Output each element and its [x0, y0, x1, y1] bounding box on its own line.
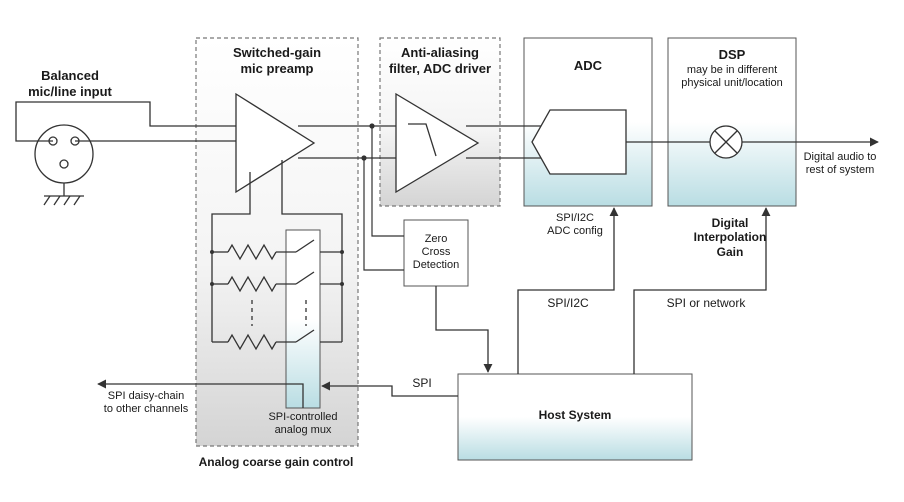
- host-to-dsp-arrow: [633, 207, 771, 374]
- analog-coarse-gain-label: Analog coarse gain control: [198, 455, 354, 469]
- spi-link-label: SPI: [412, 376, 432, 390]
- analog-mux-box: [285, 229, 321, 409]
- spi-i2c-link-label: SPI/I2C: [547, 296, 589, 310]
- daisy-chain-arrow: [97, 379, 304, 408]
- zero-cross-taps: [361, 123, 404, 271]
- ground-icon: [43, 195, 84, 206]
- resistor-icon: [227, 243, 277, 351]
- multiplier-icon: [709, 125, 743, 159]
- input-wires: [15, 101, 236, 196]
- preamp-amplifier-icon: [235, 92, 316, 194]
- host-system-box: [457, 373, 693, 461]
- lowpass-response-icon: [408, 123, 437, 157]
- adc-converter-icon: [531, 109, 627, 175]
- switch-icon: [295, 239, 315, 343]
- xlr-connector-icon: [34, 124, 94, 184]
- host-to-adc-arrow: [517, 207, 619, 374]
- dsp-box: [667, 37, 797, 207]
- filter-driver-icon: [395, 92, 480, 194]
- preamp-group: [195, 37, 359, 447]
- dsp-title: DSP: [718, 47, 746, 62]
- spi-network-link-label: SPI or network: [666, 296, 746, 310]
- signal-lines: [298, 125, 548, 159]
- gain-network-nodes: [210, 250, 344, 286]
- zero-cross-box: [403, 219, 469, 287]
- zero-cross-to-host-arrow: [435, 286, 493, 373]
- host-to-mux-arrow: [321, 381, 458, 397]
- gain-network-wires: [211, 160, 343, 343]
- adc-title: ADC: [573, 58, 603, 73]
- host-system-title: Host System: [538, 408, 612, 422]
